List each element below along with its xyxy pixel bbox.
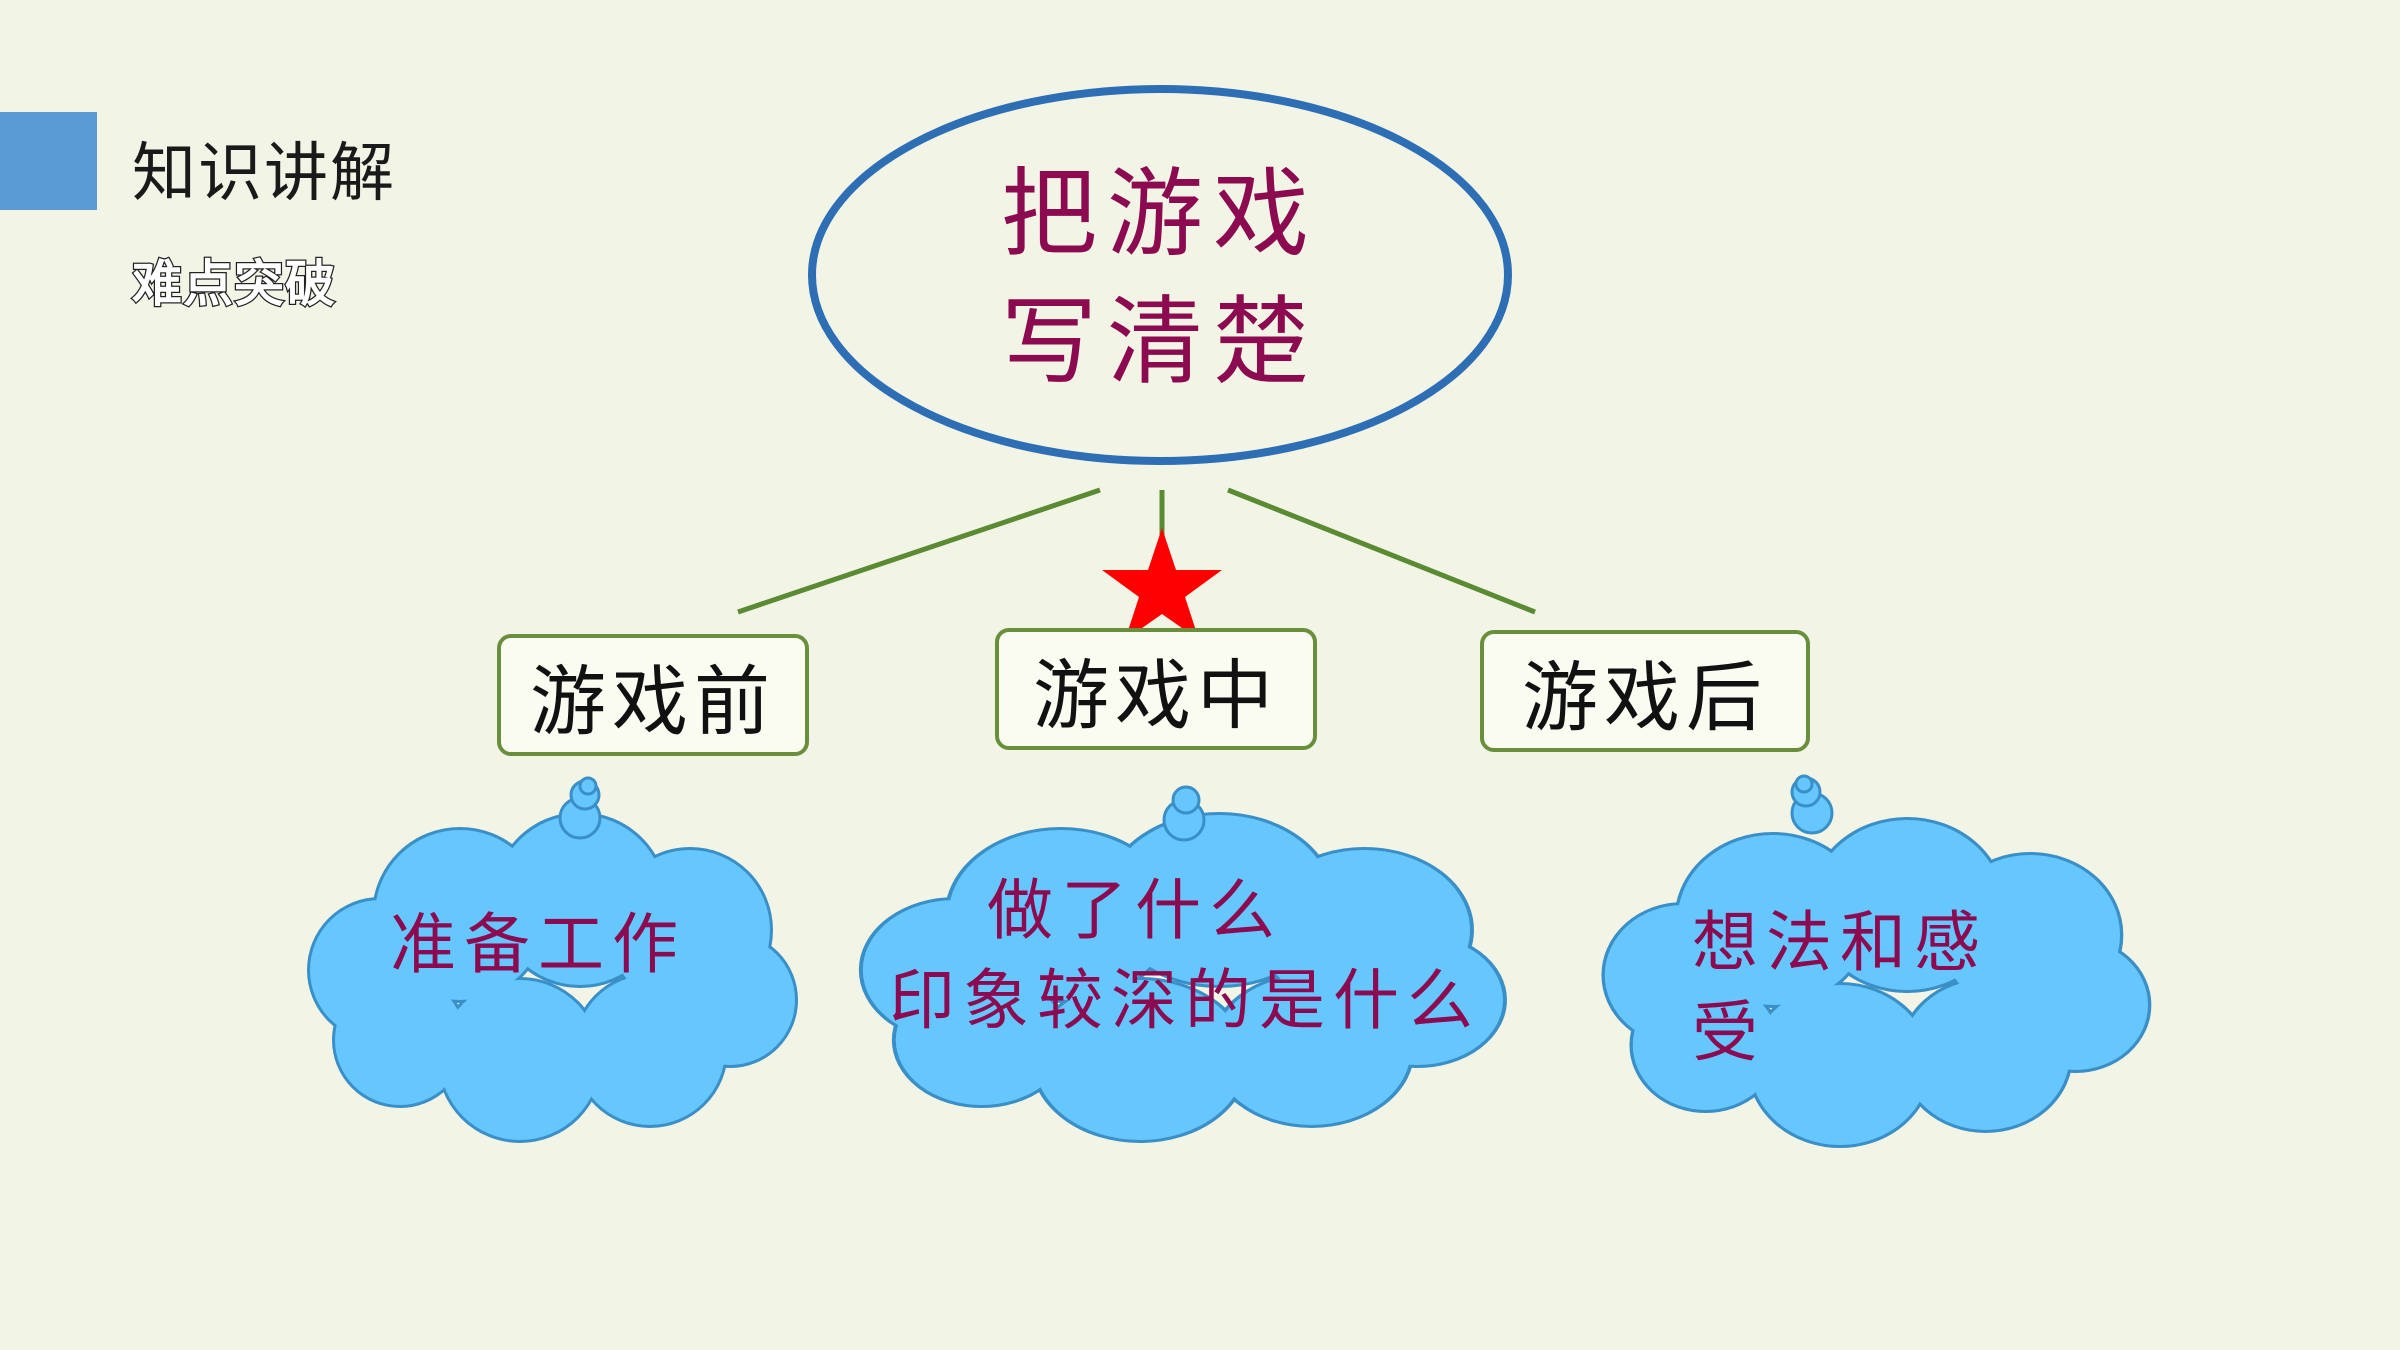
stage-label-after: 游戏后 bbox=[1522, 653, 1768, 742]
star-icon bbox=[1102, 528, 1222, 640]
cloud-line: 想法和感 bbox=[1692, 904, 1988, 981]
cloud-center bbox=[863, 785, 1503, 1140]
stage-box-during: 游戏中 bbox=[995, 628, 1317, 750]
cloud-line: 准备工作 bbox=[390, 906, 686, 983]
cloud-text-after: 想法和感 受 bbox=[1692, 898, 1988, 1078]
cloud-text-before: 准备工作 bbox=[390, 900, 686, 990]
cloud-text-during: 做了什么 印象较深的是什么 bbox=[880, 866, 1490, 1046]
diagram-title: 把游戏 写清楚 bbox=[900, 150, 1420, 406]
stage-box-after: 游戏后 bbox=[1480, 630, 1810, 752]
section-title: 知识讲解 bbox=[132, 137, 396, 211]
cloud-line: 印象较深的是什么 bbox=[889, 962, 1481, 1039]
cloud-left bbox=[310, 776, 795, 1140]
cloud-line: 做了什么 bbox=[987, 872, 1283, 949]
title-ellipse bbox=[808, 85, 1512, 465]
stage-label-during: 游戏中 bbox=[1033, 651, 1279, 740]
title-line-1: 把游戏 bbox=[1001, 158, 1319, 270]
cloud-right bbox=[1605, 774, 2148, 1145]
accent-block bbox=[0, 112, 97, 210]
stage-box-before: 游戏前 bbox=[497, 634, 809, 756]
cloud-line: 受 bbox=[1692, 994, 1766, 1071]
connector-right bbox=[1227, 487, 1536, 615]
section-subtitle: 难点突破 bbox=[131, 254, 337, 315]
connector-left bbox=[737, 487, 1101, 615]
stage-label-before: 游戏前 bbox=[530, 657, 776, 746]
title-line-2: 写清楚 bbox=[1001, 286, 1319, 398]
